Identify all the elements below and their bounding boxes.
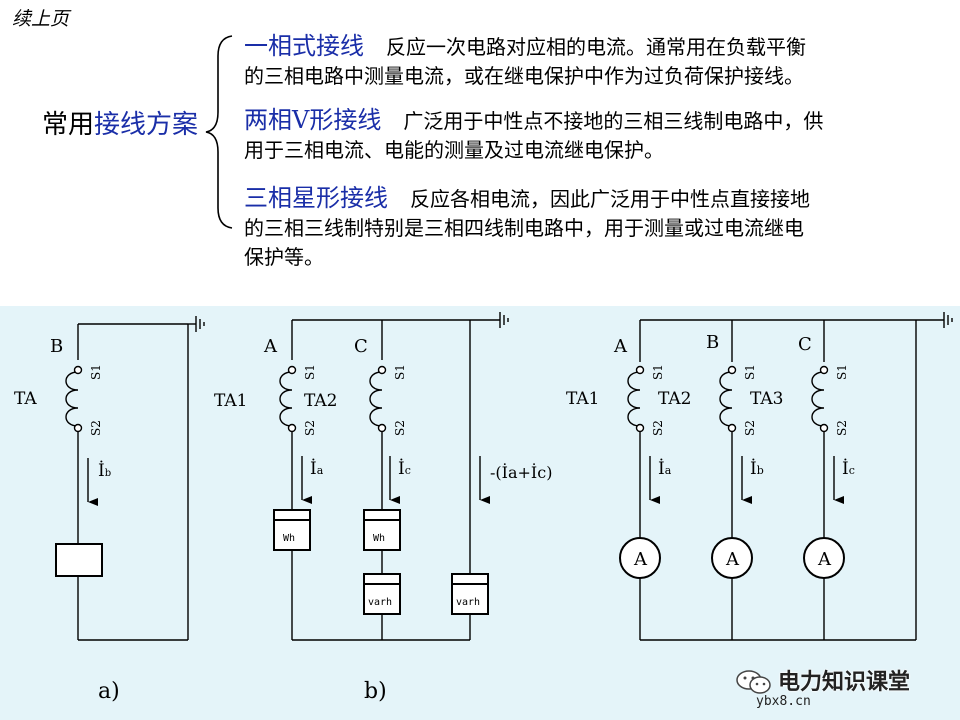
ct-label-ta2: TA2 <box>658 389 692 409</box>
ground-icon <box>943 312 953 328</box>
diagram-c <box>619 312 953 641</box>
ct-coil-icon <box>369 368 383 430</box>
scheme-three-phase-star: 三相星形接线反应各相电流，因此广泛用于中性点直接接地 的三相三线制特别是三相四线… <box>244 184 944 272</box>
s2-label: S2 <box>835 420 849 436</box>
s1-label: S1 <box>743 364 757 380</box>
curly-brace-icon <box>205 35 233 229</box>
varh-meter <box>451 573 489 615</box>
watermark-url: ybx8.cn <box>756 694 811 709</box>
varh-label: varh <box>368 597 392 608</box>
ammeter-label: A <box>817 549 832 570</box>
current-label-ia: İa <box>658 458 672 479</box>
heading-prefix: 常用 <box>42 110 95 140</box>
heading-highlight: 接线方案 <box>94 110 199 140</box>
ct-coil-icon <box>65 368 79 430</box>
current-label-ic: İc <box>398 458 411 479</box>
current-label-ib: İb <box>750 458 764 479</box>
s1-label: S1 <box>303 364 317 380</box>
wiring-diagrams: B TA S1 S2 İb a) <box>0 306 960 720</box>
scheme-desc-line1: 反应各相电流，因此广泛用于中性点直接接地 <box>410 187 810 211</box>
phase-label-b: B <box>50 336 63 357</box>
heading: 常用接线方案 <box>42 104 198 141</box>
current-label-ic: İc <box>842 458 855 479</box>
s2-label: S2 <box>393 420 407 436</box>
ct-coil-icon <box>811 368 825 430</box>
ct-label-ta3: TA3 <box>750 389 784 409</box>
s2-label: S2 <box>303 420 317 436</box>
varh-label: varh <box>456 597 480 608</box>
continued-label: 续上页 <box>12 8 70 30</box>
phase-label-b: B <box>706 332 719 353</box>
phase-label-c: C <box>798 334 812 355</box>
current-label-ib: İb <box>98 460 111 481</box>
s1-label: S1 <box>835 364 849 380</box>
ground-icon <box>499 312 509 328</box>
scheme-desc-line2: 的三相电路中测量电流，或在继电保护中作为过负荷保护接线。 <box>244 64 804 88</box>
caption-a: a) <box>98 679 120 704</box>
ct-label-ta2: TA2 <box>304 391 338 411</box>
diagram-b <box>273 312 509 641</box>
watermark-text: 电力知识课堂 <box>778 670 911 695</box>
phase-label-a: A <box>263 336 278 357</box>
varh-meter <box>363 573 401 615</box>
phase-label-a: A <box>613 336 628 357</box>
scheme-name: 三相星形接线 <box>244 184 388 212</box>
wh-meter <box>273 509 311 551</box>
ground-icon <box>188 316 205 332</box>
relay-coil <box>55 543 103 577</box>
s1-label: S1 <box>89 364 103 380</box>
scheme-desc-line2: 用于三相电流、电能的测量及过电流继电保护。 <box>244 138 664 162</box>
scheme-two-phase-v: 两相V形接线广泛用于中性点不接地的三相三线制电路中，供 用于三相电流、电能的测量… <box>244 106 944 165</box>
ct-label-ta1: TA1 <box>566 389 600 409</box>
scheme-desc-line1: 反应一次电路对应相的电流。通常用在负载平衡 <box>386 35 806 59</box>
s2-label: S2 <box>89 420 103 436</box>
phase-label-c: C <box>354 336 368 357</box>
s1-label: S1 <box>651 364 665 380</box>
wh-meter <box>363 509 401 551</box>
wechat-icon <box>736 670 771 694</box>
wh-label: Wh <box>373 533 385 544</box>
ct-label-ta1: TA1 <box>214 391 248 411</box>
scheme-single-phase: 一相式接线反应一次电路对应相的电流。通常用在负载平衡 的三相电路中测量电流，或在… <box>244 32 944 91</box>
diagram-a <box>55 316 205 641</box>
ammeter-label: A <box>725 549 740 570</box>
scheme-desc-line1: 广泛用于中性点不接地的三相三线制电路中，供 <box>403 109 824 133</box>
scheme-desc-line2: 的三相三线制特别是三相四线制电路中，用于测量或过电流继电 <box>244 216 804 240</box>
s1-label: S1 <box>393 364 407 380</box>
s2-label: S2 <box>743 420 757 436</box>
scheme-desc-line3: 保护等。 <box>244 245 324 269</box>
wh-label: Wh <box>283 533 295 544</box>
ct-coil-icon <box>719 368 733 430</box>
s2-label: S2 <box>651 420 665 436</box>
ct-coil-icon <box>279 368 293 430</box>
scheme-name: 两相V形接线 <box>244 106 382 134</box>
current-label-ia: İa <box>310 458 324 479</box>
current-label-neutral: -(İa+İc) <box>490 462 552 482</box>
ct-coil-icon <box>627 368 641 430</box>
scheme-name: 一相式接线 <box>244 32 364 60</box>
caption-b: b) <box>364 679 387 704</box>
ct-label-ta: TA <box>14 389 37 409</box>
ammeter-label: A <box>633 549 648 570</box>
